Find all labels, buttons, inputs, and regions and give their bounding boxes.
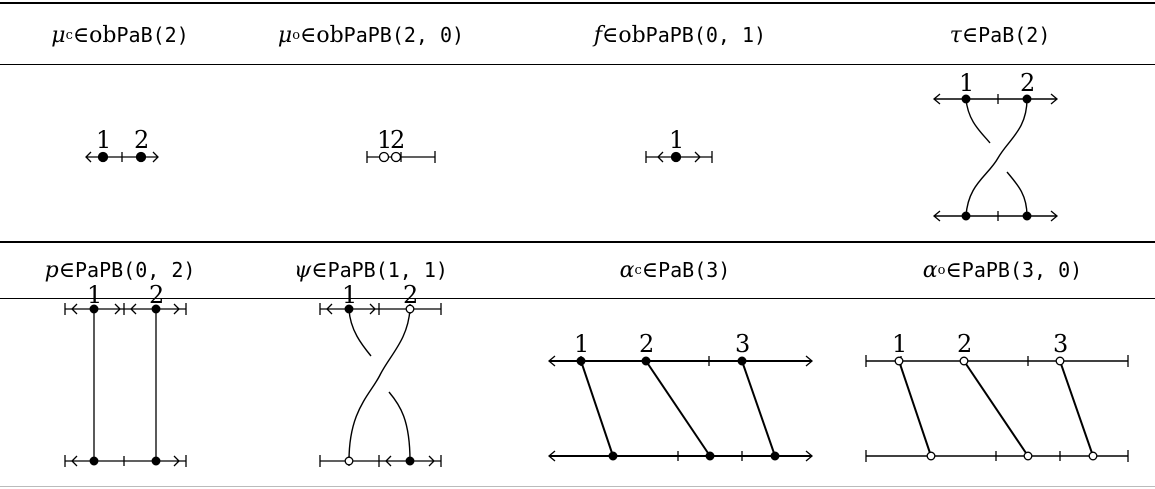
p-label-1: 1 <box>87 281 102 309</box>
alpha-c-label-2: 2 <box>639 330 654 358</box>
header-tau: τ ∈ PaB(2) <box>949 22 1051 48</box>
mu-c-label-2: 2 <box>134 126 149 154</box>
alpha-c-label-3: 3 <box>735 330 750 358</box>
header-rule-1 <box>0 64 1155 65</box>
top-rule <box>0 2 1155 4</box>
mu-o-label-1: 1 <box>377 126 392 154</box>
alpha-o-label-2: 2 <box>957 330 972 358</box>
mu-o-label-2: 2 <box>390 126 405 154</box>
p-label-2: 2 <box>149 281 164 309</box>
tau-label-2: 2 <box>1020 69 1035 97</box>
psi-label-1: 1 <box>342 281 357 309</box>
header-f: f ∈ ob PaPB(0, 1) <box>593 22 767 48</box>
alpha-o-diagram <box>865 355 1129 462</box>
bottom-rule <box>0 486 1155 487</box>
mu-c-diagram <box>85 151 159 163</box>
header-rule-2 <box>0 298 1155 299</box>
f-diagram <box>645 151 713 163</box>
header-psi: ψ ∈ PaPB(1, 1) <box>294 257 448 283</box>
psi-label-2: 2 <box>403 281 418 309</box>
header-p: p ∈ PaPB(0, 2) <box>44 257 196 283</box>
psi-diagram <box>319 303 442 467</box>
mu-o-diagram <box>366 151 436 163</box>
alpha-o-label-3: 3 <box>1053 330 1068 358</box>
tau-label-1: 1 <box>959 69 974 97</box>
alpha-c-label-1: 1 <box>574 330 589 358</box>
mu-c-label-1: 1 <box>96 126 111 154</box>
f-label-1: 1 <box>669 126 684 154</box>
tau-diagram <box>932 93 1059 222</box>
alpha-c-diagram <box>547 355 814 462</box>
alpha-o-label-1: 1 <box>892 330 907 358</box>
section-rule <box>0 241 1155 243</box>
p-diagram <box>64 303 187 467</box>
